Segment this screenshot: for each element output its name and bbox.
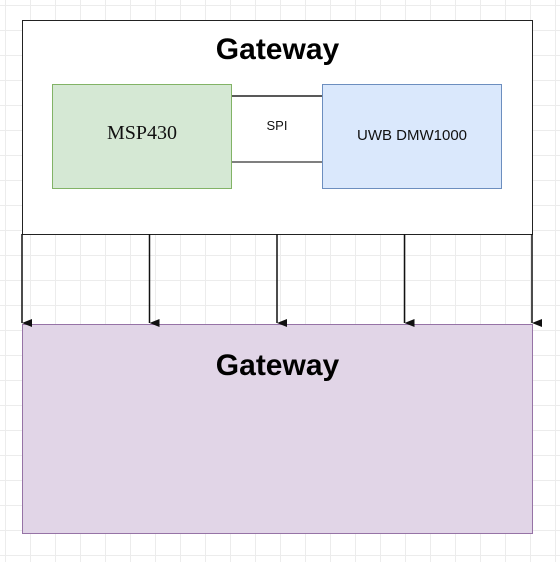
gateway-bottom-block — [22, 324, 533, 534]
uwb-block — [322, 84, 502, 189]
uwb-label: UWB DMW1000 — [356, 127, 468, 144]
spi-link-label: SPI — [266, 118, 288, 133]
msp430-label: MSP430 — [106, 122, 178, 144]
gateway-bottom-title: Gateway — [215, 349, 340, 382]
arrow-group — [21, 234, 542, 327]
msp430-block — [52, 84, 232, 189]
gateway-top-title: Gateway — [215, 33, 340, 66]
